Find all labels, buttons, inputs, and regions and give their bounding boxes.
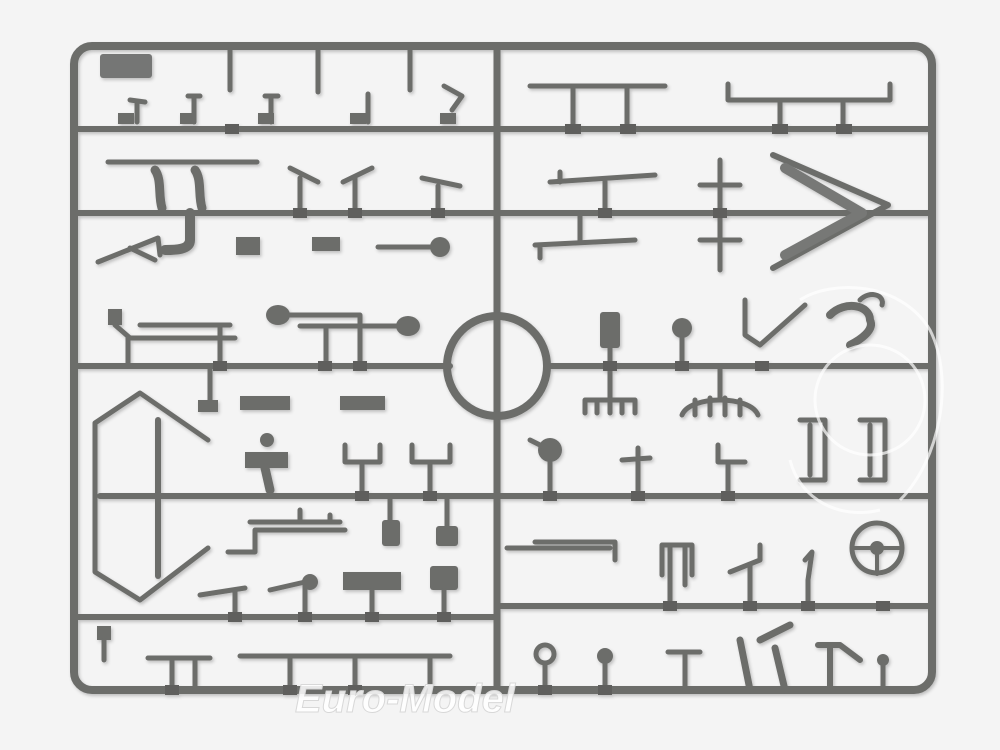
sprue-tree [70, 42, 936, 695]
watermark-seal [788, 286, 944, 515]
parts-row-3-right [582, 292, 885, 418]
part-hex-frame [92, 390, 211, 603]
parts-row-5-right [532, 539, 815, 609]
watermark-text: Euro-Model [295, 677, 516, 721]
part-steering-wheel [849, 520, 905, 576]
part-a-frame-inner [780, 163, 867, 260]
parts-row-1-left [118, 47, 465, 125]
sprue-center-ring [443, 312, 551, 420]
parts-row-4-left [225, 433, 458, 555]
parts-row-4-right [527, 417, 888, 499]
parts-row-6 [97, 621, 889, 694]
parts-row-3-left [108, 305, 420, 412]
sprue-gates [165, 124, 890, 695]
parts-row-2-left [95, 159, 463, 265]
parts-row-2-right [532, 157, 743, 273]
part-a-frame [770, 152, 891, 271]
sprue-logo-plate [100, 54, 152, 78]
parts-row-1-right [527, 81, 893, 128]
watermark: Euro-Model [295, 286, 944, 722]
